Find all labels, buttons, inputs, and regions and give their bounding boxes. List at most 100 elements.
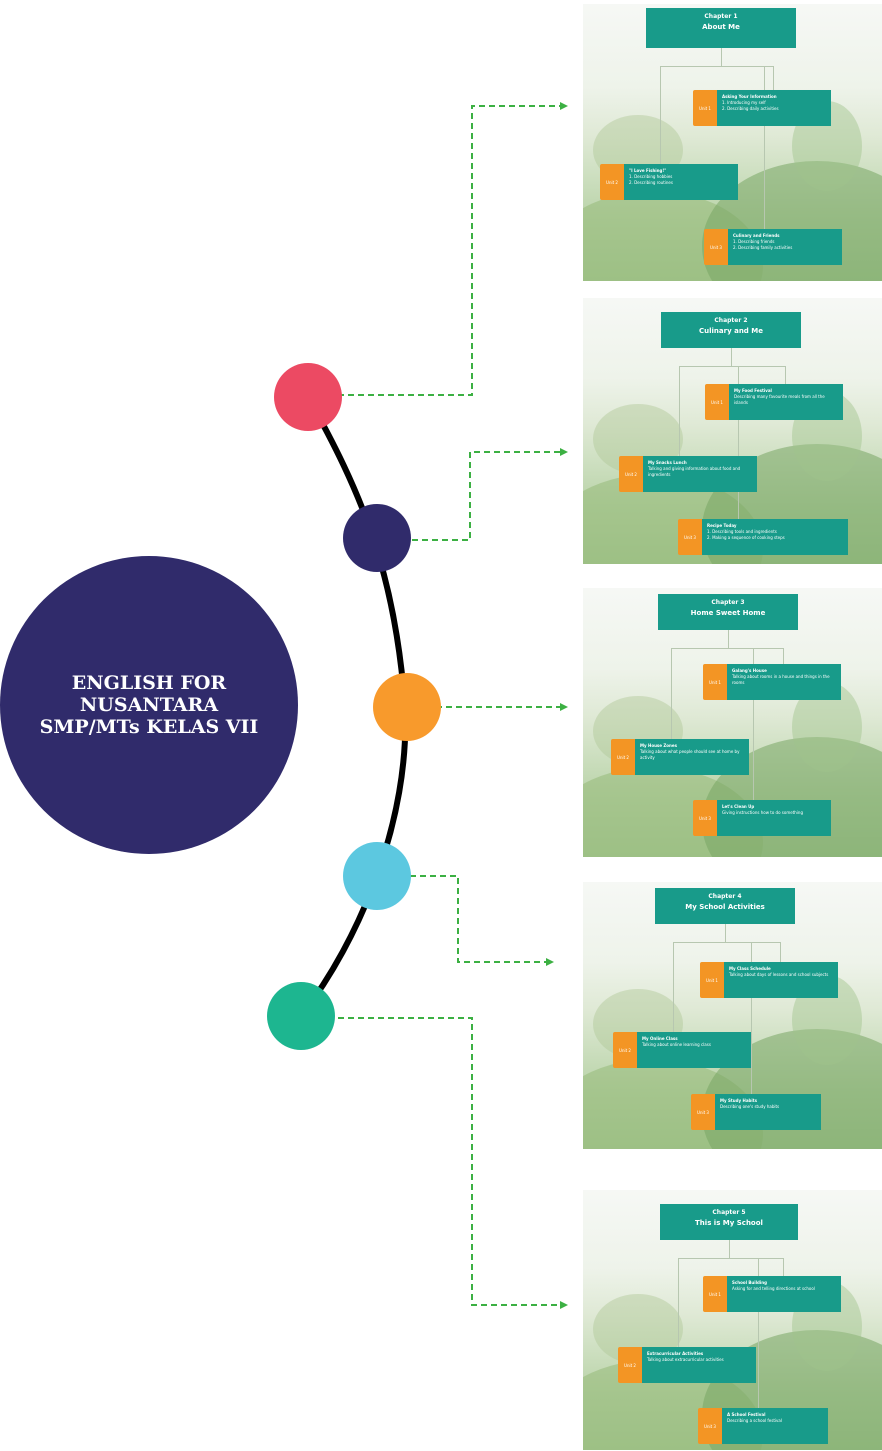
unit-description: 1. Describing hobbies 2. Describing rout… bbox=[629, 174, 673, 185]
timeline-node-5 bbox=[267, 982, 335, 1050]
timeline-nodes bbox=[267, 363, 441, 1050]
chapter-title: This is My School bbox=[695, 1219, 763, 1227]
unit-tag: Unit 3 bbox=[691, 1094, 715, 1130]
chapter-title: My School Activities bbox=[685, 903, 765, 911]
unit-description: Talking about online learning class bbox=[642, 1042, 711, 1047]
tree-connector bbox=[728, 630, 729, 648]
unit-title: My Food Festival bbox=[734, 388, 772, 393]
unit-title: School Building bbox=[732, 1280, 767, 1285]
unit-description: Talking about rooms in a house and thing… bbox=[732, 674, 830, 685]
tree-connector bbox=[753, 648, 754, 800]
tree-connector bbox=[738, 366, 739, 519]
tree-connector bbox=[780, 942, 781, 962]
unit-title: Recipe Today bbox=[707, 523, 737, 528]
unit-tag: Unit 3 bbox=[704, 229, 728, 265]
tree-connector bbox=[673, 942, 674, 1032]
tree-connector bbox=[758, 1258, 759, 1408]
unit-tag: Unit 2 bbox=[613, 1032, 637, 1068]
unit-box: Unit 2"I Love Fishing!"1. Describing hob… bbox=[600, 164, 738, 200]
tree-connector bbox=[679, 366, 785, 367]
chapter-title-box: Chapter 5 This is My School bbox=[660, 1204, 798, 1240]
unit-title: Culinary and Friends bbox=[733, 233, 780, 238]
unit-description: Talking about what people should see at … bbox=[640, 749, 740, 760]
chapter-label: Chapter 4 bbox=[708, 893, 742, 900]
timeline-node-2 bbox=[343, 504, 411, 572]
unit-tag: Unit 1 bbox=[700, 962, 724, 998]
connector-arrow-1 bbox=[298, 102, 568, 396]
tree-connector bbox=[679, 366, 680, 456]
tree-connector bbox=[721, 48, 722, 66]
unit-title: My Snacks Lunch bbox=[648, 460, 687, 465]
unit-tag: Unit 1 bbox=[703, 1276, 727, 1312]
unit-title: My Online Class bbox=[642, 1036, 678, 1041]
unit-title: My Class Schedule bbox=[729, 966, 771, 971]
tree-connector bbox=[751, 942, 752, 1094]
tree-connector bbox=[764, 66, 765, 229]
unit-description: Describing one's study habits bbox=[720, 1104, 780, 1109]
unit-title: A School Festival bbox=[727, 1412, 766, 1417]
timeline-node-4 bbox=[343, 842, 411, 910]
chapter-title: Home Sweet Home bbox=[690, 609, 766, 617]
unit-tag: Unit 3 bbox=[698, 1408, 722, 1444]
tree-connector bbox=[660, 66, 661, 164]
unit-description: Talking about extracurricular activities bbox=[647, 1357, 724, 1362]
unit-tag: Unit 1 bbox=[705, 384, 729, 420]
timeline-node-3 bbox=[373, 673, 441, 741]
unit-tag: Unit 2 bbox=[600, 164, 624, 200]
unit-title: My Study Habits bbox=[720, 1098, 758, 1103]
unit-title: Extracurricular Activities bbox=[647, 1351, 704, 1356]
chapter-title-box: Chapter 4 My School Activities bbox=[655, 888, 795, 924]
title-hub: ENGLISH FOR NUSANTARA SMP/MTs KELAS VII bbox=[0, 556, 298, 854]
tree-connector bbox=[783, 1258, 784, 1276]
timeline-node-1 bbox=[274, 363, 342, 431]
tree-connector bbox=[673, 942, 780, 943]
connector-arrow-5 bbox=[298, 1017, 568, 1309]
unit-body: "I Love Fishing!"1. Describing hobbies 2… bbox=[624, 164, 738, 200]
tree-connector bbox=[671, 648, 672, 739]
hub-title: ENGLISH FOR NUSANTARA SMP/MTs KELAS VII bbox=[39, 672, 259, 738]
unit-tag: Unit 1 bbox=[693, 90, 717, 126]
tree-connector bbox=[678, 1258, 679, 1347]
tree-connector bbox=[773, 66, 774, 90]
chapter-label: Chapter 2 bbox=[714, 317, 748, 324]
unit-title: My House Zones bbox=[640, 743, 677, 748]
unit-description: Talking and giving information about foo… bbox=[648, 466, 741, 477]
unit-tag: Unit 3 bbox=[693, 800, 717, 836]
unit-title: Let's Clean Up bbox=[722, 804, 755, 809]
chapter-label: Chapter 5 bbox=[712, 1209, 746, 1216]
tree-connector bbox=[725, 924, 726, 942]
unit-title: Asking Your Information bbox=[722, 94, 777, 99]
tree-connector bbox=[729, 1240, 730, 1258]
unit-description: 1. Introducing my self 2. Describing dai… bbox=[722, 100, 779, 111]
unit-description: Asking for and telling directions at sch… bbox=[732, 1286, 815, 1291]
unit-tag: Unit 2 bbox=[619, 456, 643, 492]
connector-arrow-2 bbox=[392, 448, 568, 541]
tree-connector bbox=[731, 348, 732, 366]
